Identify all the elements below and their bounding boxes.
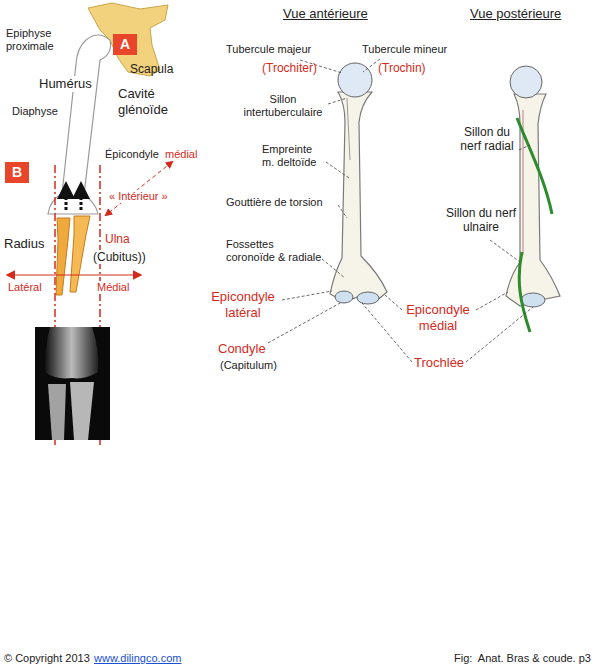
anatomy-label: (Trochiter)	[262, 61, 317, 75]
anatomy-label: (Cubitus))	[92, 250, 147, 264]
section-marker: A	[113, 34, 137, 55]
anatomy-label: Trochlée	[414, 355, 464, 371]
website-link: www.dilingco.com	[94, 652, 181, 665]
anatomy-label: Cavité glénoïde	[118, 86, 182, 117]
anatomy-label: Sillon du nerf ulnaire	[436, 206, 526, 235]
anatomy-label: médial	[165, 148, 197, 161]
anatomy-label: Gouttière de torsion	[226, 196, 323, 209]
anatomy-label: Empreinte m. deltoïde	[262, 143, 324, 169]
anatomy-label: Médial	[96, 281, 130, 294]
anatomy-label: Vue postérieure	[470, 6, 561, 22]
anatomy-label: Epicondyle latéral	[206, 289, 280, 320]
anatomy-label: Ulna	[104, 232, 131, 246]
marker-letter: A	[120, 36, 130, 53]
anatomy-label: Tubercule mineur	[362, 43, 447, 56]
anatomy-label: Humérus	[38, 76, 93, 92]
anatomy-label: Scapula	[130, 62, 173, 76]
section-marker: B	[5, 162, 29, 183]
anatomy-label: Diaphyse	[12, 105, 58, 118]
anatomy-label: Sillon intertuberculaire	[240, 93, 326, 119]
anatomy-label: « Intérieur »	[108, 190, 169, 203]
anatomy-label: Radius	[4, 236, 44, 252]
anatomy-label: © Copyright 2013	[4, 652, 90, 665]
anatomy-label: (Capitulum)	[220, 359, 277, 372]
anatomy-label: Sillon du nerf radial	[458, 125, 516, 154]
anatomy-label: Epiphyse proximale	[6, 27, 66, 53]
anatomy-label: Vue antérieure	[283, 6, 368, 22]
anatomy-label: Épicondyle	[104, 148, 160, 161]
anatomy-label: (Trochin)	[378, 61, 426, 75]
marker-letter: B	[12, 164, 22, 181]
figure-caption: Fig: Anat. Bras & coude. p3	[454, 652, 591, 665]
anatomy-label: Condyle	[218, 341, 266, 357]
anatomy-label: Epicondyle médial	[398, 302, 478, 333]
anatomy-label: Fossettes coronoïde & radiale	[226, 238, 322, 264]
anatomy-label: Latéral	[8, 281, 42, 294]
anatomy-label: Tubercule majeur	[226, 43, 311, 56]
